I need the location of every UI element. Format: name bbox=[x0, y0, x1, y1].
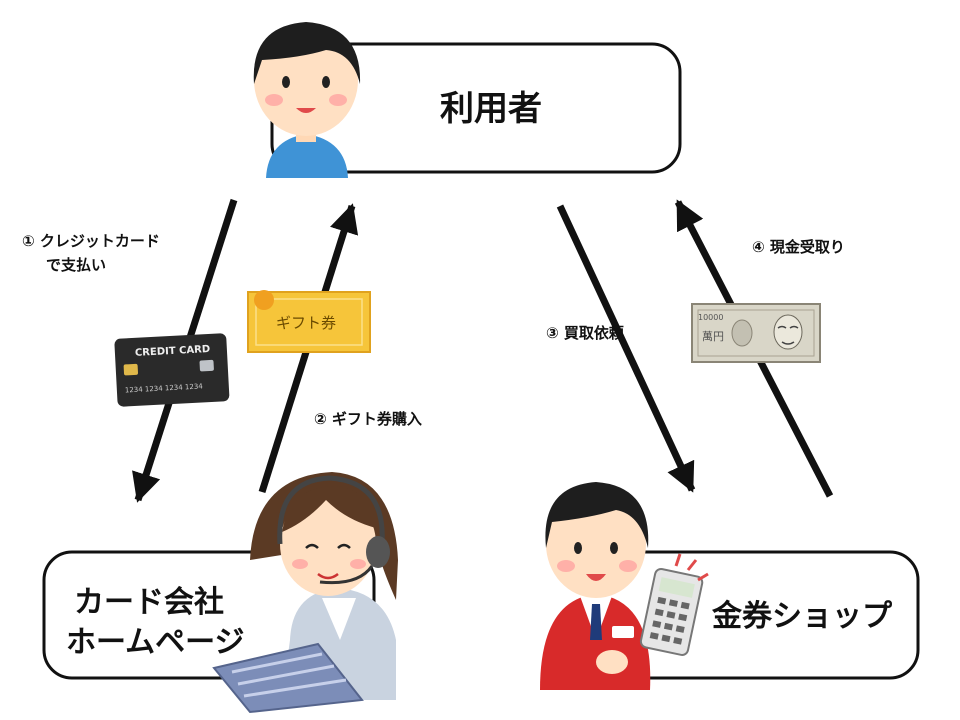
user-node: 利用者 bbox=[270, 42, 682, 174]
gift-ticket-icon: ギフト券 bbox=[247, 290, 371, 353]
operator-person-icon bbox=[212, 472, 398, 714]
credit-card-text: CREDIT CARD bbox=[135, 344, 211, 359]
ticket-shop-label: 金券ショップ bbox=[711, 599, 893, 634]
card-company-label-line1: カード会社 bbox=[74, 585, 224, 620]
banknote-icon: 10000 萬円 bbox=[691, 303, 821, 363]
user-person-icon bbox=[253, 22, 361, 178]
banknote-kanji: 萬円 bbox=[702, 330, 724, 343]
banknote-denomination: 10000 bbox=[698, 313, 723, 322]
calculator-icon bbox=[639, 567, 704, 656]
step1-label-line1: ① クレジットカード bbox=[22, 232, 160, 250]
gift-ticket-text: ギフト券 bbox=[276, 314, 336, 332]
card-company-label-line2: ホームページ bbox=[66, 625, 245, 660]
credit-card-icon: CREDIT CARD 1234 1234 1234 1234 bbox=[114, 333, 230, 407]
keyboard-icon bbox=[212, 642, 364, 714]
shop-clerk-person-icon bbox=[540, 482, 709, 690]
step1-label-line2: で支払い bbox=[46, 256, 106, 274]
step3-label: ③ 買取依頼 bbox=[546, 324, 625, 342]
step2-label: ② ギフト券購入 bbox=[314, 410, 422, 428]
user-label: 利用者 bbox=[440, 89, 542, 129]
arrow-step3 bbox=[556, 204, 696, 493]
step4-label: ④ 現金受取り bbox=[752, 238, 845, 256]
